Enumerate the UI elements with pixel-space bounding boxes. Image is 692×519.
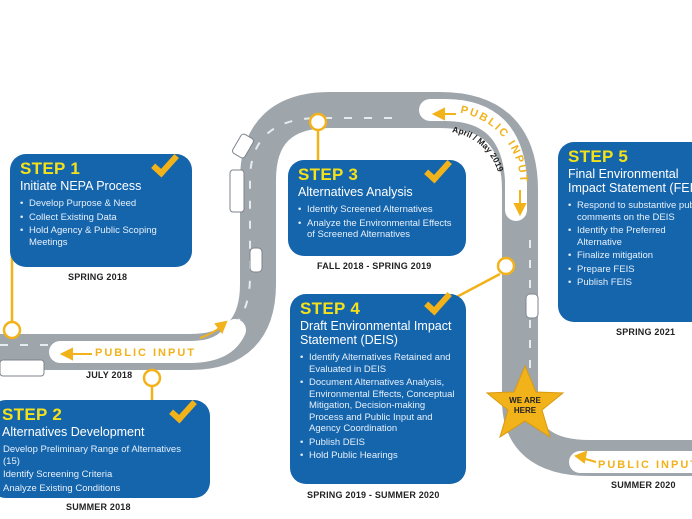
step-4-title: Draft Environmental Impact Statement (DE… [300,319,452,347]
step-4-bullet: Publish DEIS [300,437,456,449]
step-2-number: STEP 2 [2,405,63,424]
step-4-bullets: Identify Alternatives Retained and Evalu… [300,352,456,462]
step-3-date: FALL 2018 - SPRING 2019 [317,261,432,271]
step-3-card: STEP 3 Alternatives Analysis Identify Sc… [288,160,466,256]
we-are-here-star-icon [485,364,565,439]
step-1-bullet: Collect Existing Data [20,212,182,224]
step-4-card: STEP 4 Draft Environmental Impact Statem… [290,294,466,484]
step-2-card: STEP 2 Alternatives Development Develop … [0,400,210,498]
step-1-bullet: Develop Purpose & Need [20,198,182,210]
step-5-bullet: Respond to substantive public comments o… [568,200,692,223]
step-1-title: Initiate NEPA Process [20,179,142,193]
step-5-bullet: Finalize mitigation [568,250,692,262]
step-2-bullet: Develop Preliminary Range of Alternative… [0,444,200,467]
public-input-date-3: SUMMER 2020 [611,480,676,490]
step-5-date: SPRING 2021 [616,327,676,337]
step-5-card: STEP 5 Final Environmental Impact Statem… [558,142,692,322]
lane-dashes [0,117,531,390]
step-1-date: SPRING 2018 [68,272,128,282]
step-5-number: STEP 5 [568,147,629,166]
step-5-bullets: Respond to substantive public comments o… [568,200,692,289]
step-1-card: STEP 1 Initiate NEPA Process Develop Pur… [10,154,192,267]
road [0,92,692,476]
step-1-number: STEP 1 [20,159,81,178]
step-5-title: Final Environmental Impact Statement (FE… [568,167,692,195]
step-2-bullet: Identify Screening Criteria [0,469,200,481]
vehicle-icon [0,133,539,377]
we-are-here-line1: WE ARE [509,396,541,405]
we-are-here-line2: HERE [514,406,537,415]
step-3-bullet: Analyze the Environmental Effects of Scr… [298,218,456,241]
step-2-title: Alternatives Development [2,425,145,439]
step-4-bullet: Identify Alternatives Retained and Evalu… [300,352,456,375]
public-input-date-1: JULY 2018 [86,370,133,380]
step-3-number: STEP 3 [298,165,359,184]
step-5-bullet: Prepare FEIS [568,264,692,276]
step-3-bullets: Identify Screened Alternatives Analyze t… [298,204,456,241]
step-5-bullet: Publish FEIS [568,277,692,289]
public-input-label-3: PUBLIC INPUT [598,459,692,471]
public-input-pill-2 [419,99,527,221]
step-5-bullet: Identify the Preferred Alternative [568,225,678,248]
step-4-date: SPRING 2019 - SUMMER 2020 [307,490,440,500]
arrow-icon [59,107,597,464]
step-2-bullets: Develop Preliminary Range of Alternative… [0,444,200,494]
step-2-date: SUMMER 2018 [66,502,131,512]
step-2-bullet: Analyze Existing Conditions [0,483,200,495]
step-1-bullets: Develop Purpose & Need Collect Existing … [20,198,182,248]
public-input-label-1: PUBLIC INPUT [95,347,196,359]
step-4-number: STEP 4 [300,299,361,318]
step-1-bullet: Hold Agency & Public Scoping Meetings [20,225,182,248]
step-3-bullet: Identify Screened Alternatives [298,204,456,216]
step-4-bullet: Hold Public Hearings [300,450,456,462]
public-input-pill-1 [49,319,246,363]
step-3-title: Alternatives Analysis [298,185,413,199]
step-4-bullet: Document Alternatives Analysis, Environm… [300,377,456,435]
